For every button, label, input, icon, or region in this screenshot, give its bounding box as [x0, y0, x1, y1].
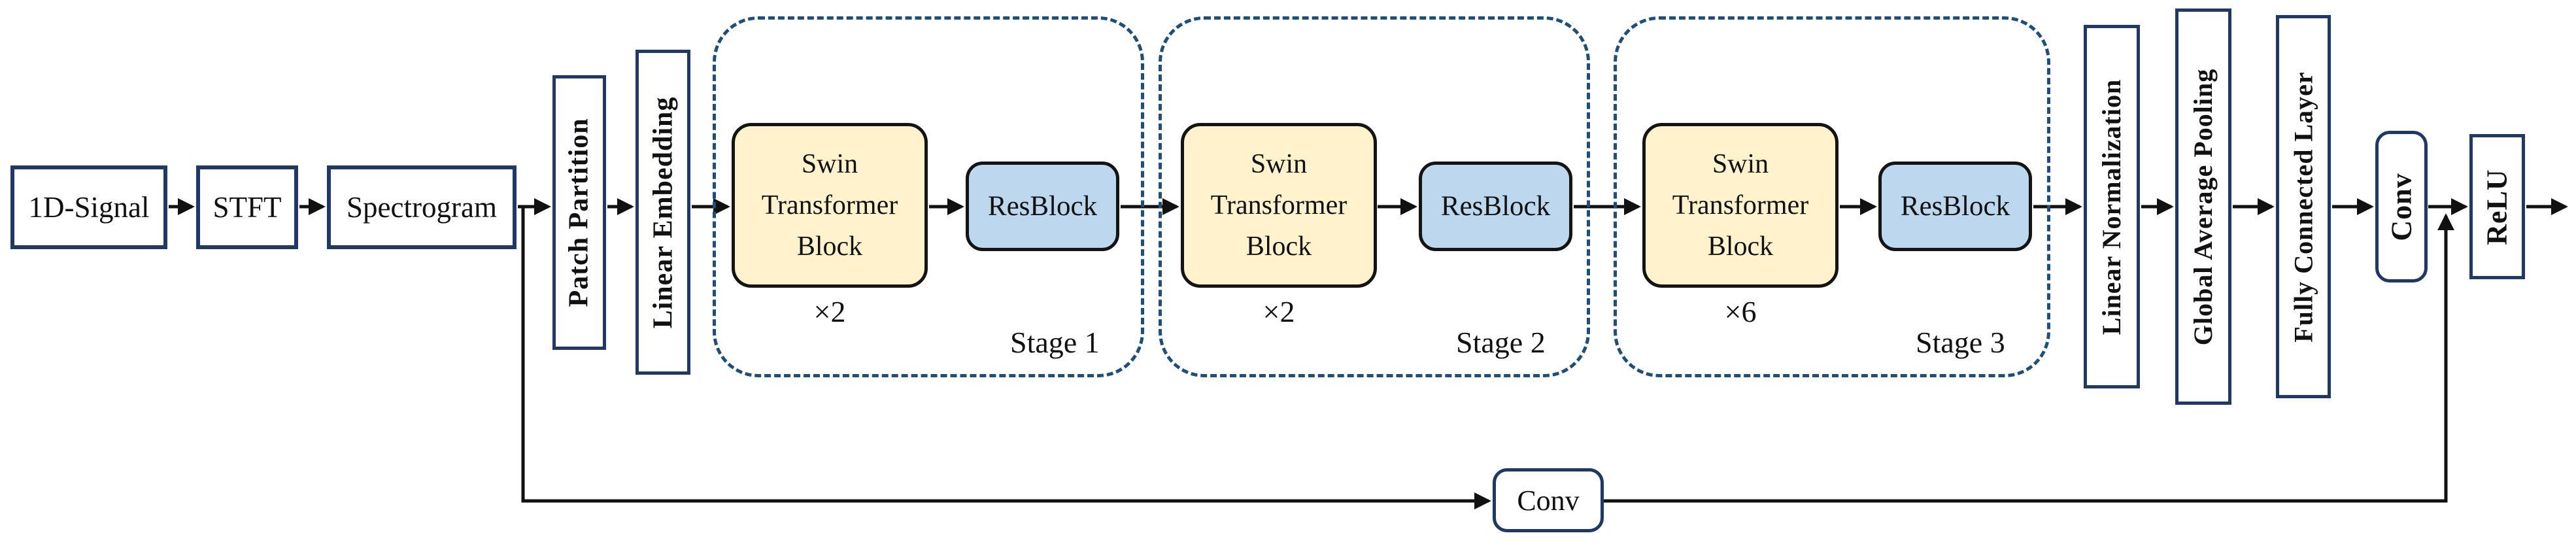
stage-3-swin-label: Swin Transformer Block	[1672, 148, 1809, 262]
node-relu: ReLU	[2469, 134, 2525, 279]
node-patch-partition: Patch Partition	[552, 75, 606, 350]
stage-3-label: Stage 3	[1916, 326, 2005, 359]
node-linear-normalization: Linear Normalization	[2084, 25, 2140, 388]
stage-3-resblock: ResBlock	[1878, 162, 2032, 251]
node-spectrogram-label: Spectrogram	[347, 191, 497, 224]
stage-1-resblock: ResBlock	[966, 162, 1119, 251]
node-spectrogram: Spectrogram	[327, 165, 517, 249]
node-1d-signal-label: 1D-Signal	[28, 191, 150, 224]
node-fully-connected-layer: Fully Connected Layer	[2276, 15, 2331, 398]
stage-2-resblock-label: ResBlock	[1440, 191, 1551, 222]
node-global-average-pooling: Global Average Pooling	[2175, 9, 2231, 405]
stage-3-group	[1614, 16, 2050, 377]
node-conv-head: Conv	[2375, 131, 2428, 283]
stage-1-swin-label: Swin Transformer Block	[761, 148, 898, 262]
node-relu-label: ReLU	[2481, 168, 2513, 245]
stage-2-swin-block: Swin Transformer Block	[1181, 123, 1377, 288]
stage-2-group	[1159, 16, 1590, 377]
stage-3-resblock-label: ResBlock	[1900, 191, 2010, 222]
stage-2-swin-label: Swin Transformer Block	[1210, 148, 1347, 262]
stage-3-repeat: ×6	[1724, 295, 1757, 328]
stage-1-repeat: ×2	[813, 295, 846, 328]
node-stft: STFT	[196, 165, 298, 249]
node-conv-head-label: Conv	[2385, 172, 2418, 241]
stage-1-group	[713, 16, 1144, 377]
node-linear-embedding-label: Linear Embedding	[648, 96, 678, 328]
node-global-average-pooling-label: Global Average Pooling	[2188, 68, 2218, 345]
stage-1-label: Stage 1	[1010, 326, 1100, 359]
node-stft-label: STFT	[212, 191, 282, 224]
node-linear-embedding: Linear Embedding	[636, 50, 690, 375]
node-conv-skip: Conv	[1493, 468, 1604, 532]
stage-2-repeat: ×2	[1263, 295, 1295, 328]
stage-1-swin-block: Swin Transformer Block	[732, 123, 928, 288]
node-linear-normalization-label: Linear Normalization	[2097, 78, 2127, 335]
node-fully-connected-layer-label: Fully Connected Layer	[2288, 71, 2318, 343]
stage-2-label: Stage 2	[1456, 326, 1546, 359]
node-conv-skip-label: Conv	[1517, 484, 1580, 517]
stage-3-swin-block: Swin Transformer Block	[1642, 123, 1839, 288]
node-patch-partition-label: Patch Partition	[564, 118, 595, 307]
node-1d-signal: 1D-Signal	[10, 165, 167, 249]
stage-2-resblock: ResBlock	[1419, 162, 1572, 251]
stage-1-resblock-label: ResBlock	[987, 191, 1098, 222]
